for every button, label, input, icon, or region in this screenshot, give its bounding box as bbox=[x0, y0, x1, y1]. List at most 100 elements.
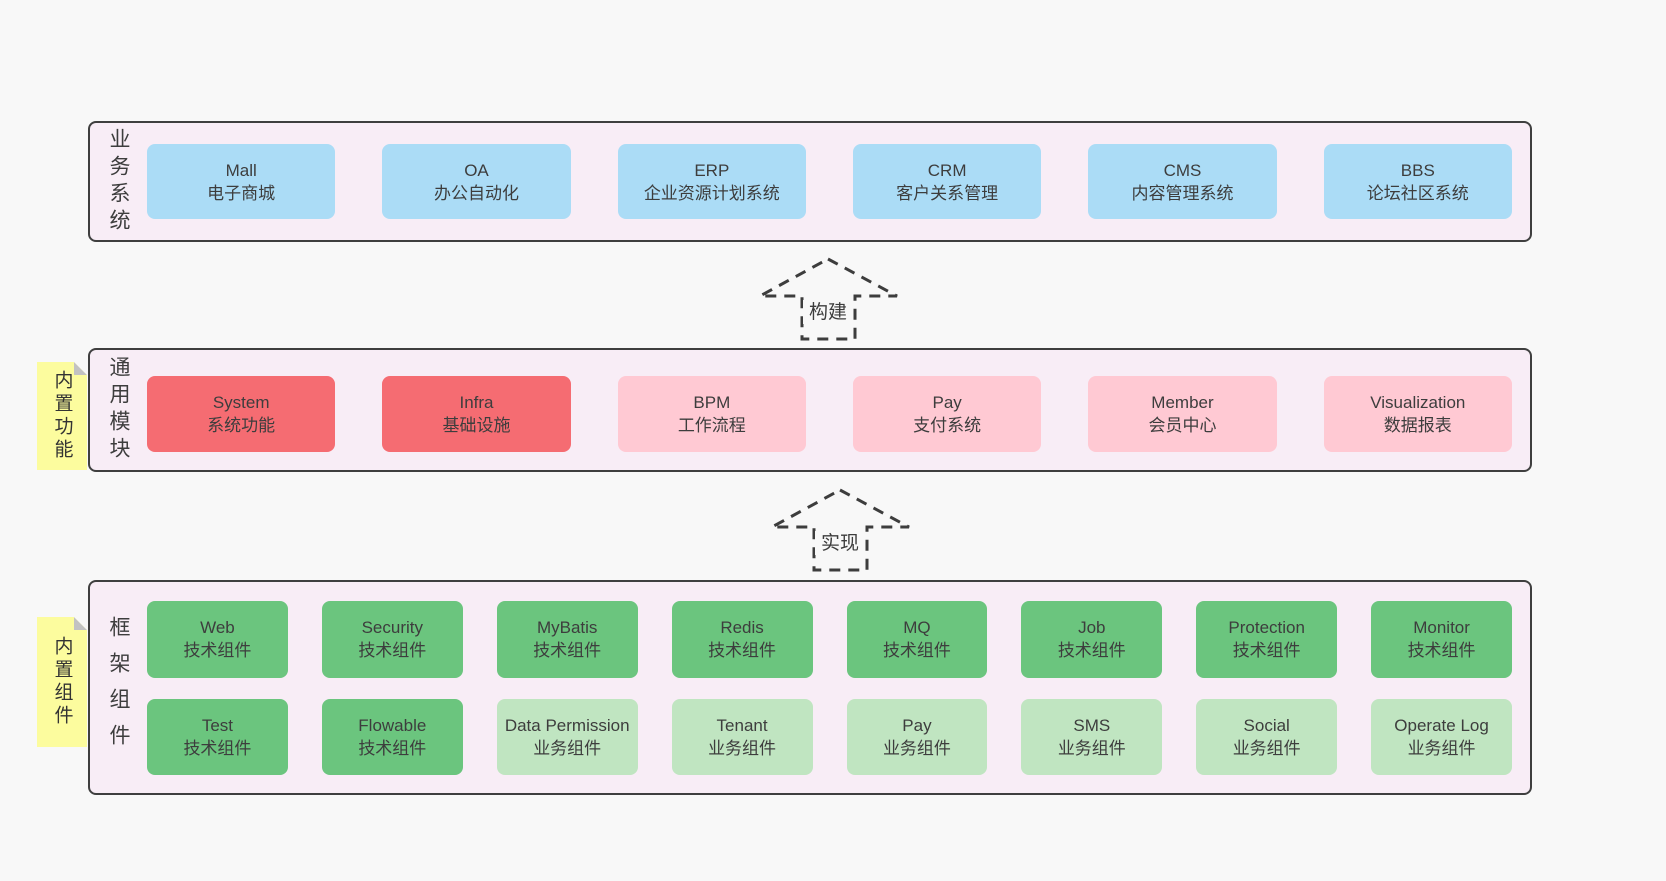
box-subtitle: 内容管理系统 bbox=[1131, 183, 1234, 203]
box-subtitle: 技术组件 bbox=[1232, 641, 1301, 661]
section-framework-components: 框架组件 Web 技术组件 Security 技术组件 MyBatis 技术组件… bbox=[88, 580, 1532, 795]
box-system: System 系统功能 bbox=[147, 376, 336, 452]
framework-boxes-grid: Web 技术组件 Security 技术组件 MyBatis 技术组件 Redi… bbox=[147, 601, 1512, 775]
box-subtitle: 客户关系管理 bbox=[896, 183, 999, 203]
box-protection: Protection 技术组件 bbox=[1196, 601, 1338, 678]
box-subtitle: 基础设施 bbox=[442, 416, 511, 435]
box-title: Redis bbox=[720, 618, 764, 638]
box-title: Web bbox=[200, 618, 235, 638]
box-member: Member 会员中心 bbox=[1088, 376, 1277, 452]
sticky-fold-corner bbox=[74, 617, 87, 630]
box-subtitle: 企业资源计划系统 bbox=[643, 183, 780, 203]
build-arrow-label: 构建 bbox=[809, 301, 847, 323]
box-erp: ERP 企业资源计划系统 bbox=[617, 144, 806, 219]
box-operate-log: Operate Log 业务组件 bbox=[1371, 698, 1512, 775]
box-subtitle: 业务组件 bbox=[1407, 738, 1476, 758]
box-title: Flowable bbox=[358, 715, 427, 735]
box-subtitle: 技术组件 bbox=[1407, 641, 1476, 661]
arrow-label-backdrop bbox=[815, 531, 865, 555]
box-title: Member bbox=[1151, 393, 1214, 412]
box-title: Tenant bbox=[716, 715, 768, 735]
box-subtitle: 业务组件 bbox=[1057, 738, 1126, 758]
box-subtitle: 技术组件 bbox=[183, 738, 252, 758]
box-subtitle: 业务组件 bbox=[708, 738, 777, 758]
box-subtitle: 数据报表 bbox=[1383, 416, 1452, 435]
box-title: Job bbox=[1078, 618, 1106, 638]
box-subtitle: 技术组件 bbox=[183, 641, 252, 661]
box-title: Mall bbox=[225, 160, 257, 180]
box-cms: CMS 内容管理系统 bbox=[1088, 144, 1277, 219]
box-bbs: BBS 论坛社区系统 bbox=[1323, 144, 1512, 219]
section-side-label: 框架组件 bbox=[107, 615, 130, 760]
box-tenant: Tenant 业务组件 bbox=[671, 698, 813, 775]
box-subtitle: 业务组件 bbox=[882, 738, 951, 758]
up-arrow-outline bbox=[759, 257, 898, 341]
box-subtitle: 技术组件 bbox=[358, 738, 427, 758]
sticky-note-builtin-components: 内置组件 bbox=[37, 617, 87, 747]
box-sms: SMS 业务组件 bbox=[1021, 698, 1163, 775]
box-title: BBS bbox=[1400, 160, 1435, 180]
box-title: Data Permission bbox=[504, 715, 630, 735]
box-subtitle: 办公自动化 bbox=[433, 183, 519, 203]
box-pay-component: Pay 业务组件 bbox=[846, 698, 988, 775]
up-arrow-outline bbox=[771, 488, 910, 572]
box-title: SMS bbox=[1073, 715, 1111, 735]
box-redis: Redis 技术组件 bbox=[671, 601, 813, 678]
box-web: Web 技术组件 bbox=[147, 601, 288, 678]
box-mall: Mall 电子商城 bbox=[147, 144, 336, 219]
business-boxes-row: Mall 电子商城 OA 办公自动化 ERP 企业资源计划系统 CRM 客户关系… bbox=[147, 144, 1512, 219]
box-mybatis: MyBatis 技术组件 bbox=[496, 601, 638, 678]
box-pay-system: Pay 支付系统 bbox=[852, 376, 1042, 452]
box-title: BPM bbox=[693, 393, 731, 412]
box-title: Protection bbox=[1228, 618, 1305, 638]
sticky-note-builtin-features: 内置功能 bbox=[37, 362, 87, 470]
implement-arrow-label: 实现 bbox=[821, 532, 859, 554]
build-arrow: 构建 bbox=[759, 257, 898, 341]
box-title: CMS bbox=[1163, 160, 1202, 180]
box-subtitle: 技术组件 bbox=[358, 641, 427, 661]
section-business-systems: 业务系统 Mall 电子商城 OA 办公自动化 ERP 企业资源计划系统 CRM… bbox=[88, 121, 1532, 242]
box-subtitle: 技术组件 bbox=[1057, 641, 1126, 661]
box-title: Test bbox=[201, 715, 234, 735]
arrow-label-backdrop bbox=[803, 300, 853, 324]
sticky-note-label: 内置组件 bbox=[51, 636, 73, 728]
box-title: MQ bbox=[903, 618, 931, 638]
box-subtitle: 业务组件 bbox=[533, 738, 602, 758]
box-subtitle: 业务组件 bbox=[1232, 738, 1301, 758]
box-title: CRM bbox=[927, 160, 967, 180]
box-subtitle: 会员中心 bbox=[1148, 416, 1217, 435]
common-boxes-row: System 系统功能 Infra 基础设施 BPM 工作流程 Pay 支付系统… bbox=[147, 376, 1512, 452]
box-subtitle: 工作流程 bbox=[677, 416, 746, 435]
box-subtitle: 电子商城 bbox=[207, 183, 276, 203]
box-title: OA bbox=[464, 160, 489, 180]
box-title: System bbox=[212, 393, 270, 412]
box-security: Security 技术组件 bbox=[321, 601, 463, 678]
box-bpm: BPM 工作流程 bbox=[617, 376, 806, 452]
box-social: Social 业务组件 bbox=[1196, 698, 1338, 775]
box-oa: OA 办公自动化 bbox=[382, 144, 571, 219]
framework-row-1: Web 技术组件 Security 技术组件 MyBatis 技术组件 Redi… bbox=[147, 601, 1512, 678]
box-test: Test 技术组件 bbox=[147, 698, 288, 775]
box-subtitle: 技术组件 bbox=[533, 641, 602, 661]
box-subtitle: 技术组件 bbox=[882, 641, 951, 661]
box-crm: CRM 客户关系管理 bbox=[852, 144, 1042, 219]
box-title: Pay bbox=[902, 715, 932, 735]
box-title: Pay bbox=[932, 393, 962, 412]
box-subtitle: 技术组件 bbox=[708, 641, 777, 661]
box-title: Security bbox=[361, 618, 424, 638]
box-data-permission: Data Permission 业务组件 bbox=[496, 698, 638, 775]
section-side-label: 业务系统 bbox=[107, 127, 130, 236]
section-common-modules: 通用模块 System 系统功能 Infra 基础设施 BPM 工作流程 Pay… bbox=[88, 348, 1532, 472]
implement-arrow: 实现 bbox=[771, 488, 910, 572]
box-mq: MQ 技术组件 bbox=[846, 601, 988, 678]
box-visualization: Visualization 数据报表 bbox=[1323, 376, 1512, 452]
box-title: MyBatis bbox=[536, 618, 598, 638]
box-title: Operate Log bbox=[1394, 715, 1489, 735]
box-title: Social bbox=[1243, 715, 1290, 735]
box-subtitle: 论坛社区系统 bbox=[1366, 183, 1469, 203]
box-monitor: Monitor 技术组件 bbox=[1371, 601, 1512, 678]
sticky-note-label: 内置功能 bbox=[51, 370, 73, 462]
box-title: ERP bbox=[694, 160, 730, 180]
box-flowable: Flowable 技术组件 bbox=[321, 698, 463, 775]
box-subtitle: 支付系统 bbox=[913, 416, 982, 435]
